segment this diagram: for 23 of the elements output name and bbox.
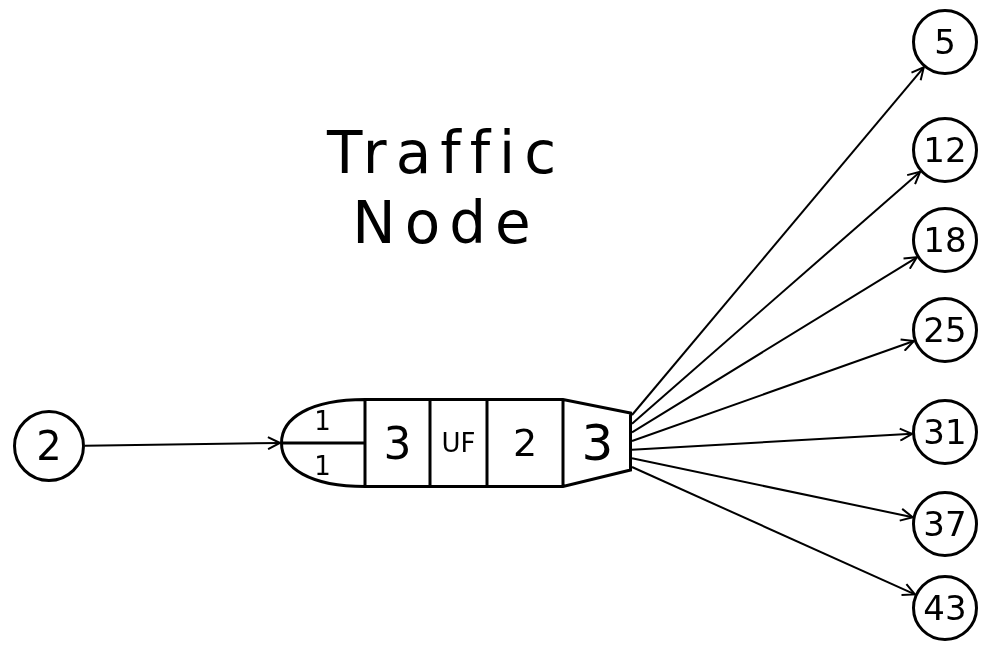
segment-value: UF xyxy=(430,398,487,488)
node-title: Traffic Node xyxy=(325,118,567,258)
number-circle: 18 xyxy=(912,207,978,273)
number-circle: 12 xyxy=(912,117,978,183)
segment-value: 3 xyxy=(365,398,430,488)
arrow xyxy=(631,338,915,442)
arrow xyxy=(631,427,914,451)
arrow xyxy=(631,256,918,434)
number-circle: 43 xyxy=(912,575,978,641)
arrow xyxy=(631,466,916,596)
number-circle: 2 xyxy=(13,410,85,482)
arrow xyxy=(84,436,281,451)
number-circle: 5 xyxy=(912,9,978,75)
arrow xyxy=(631,457,914,522)
segment-value: 3 xyxy=(563,398,632,488)
segment-value: 1 xyxy=(280,443,365,488)
segment-value: 1 xyxy=(280,398,365,443)
number-circle: 25 xyxy=(912,297,978,363)
arrow xyxy=(631,170,922,425)
number-circle: 31 xyxy=(912,399,978,465)
number-circle: 37 xyxy=(912,491,978,557)
segment-value: 2 xyxy=(487,398,563,488)
arrow xyxy=(631,66,925,416)
